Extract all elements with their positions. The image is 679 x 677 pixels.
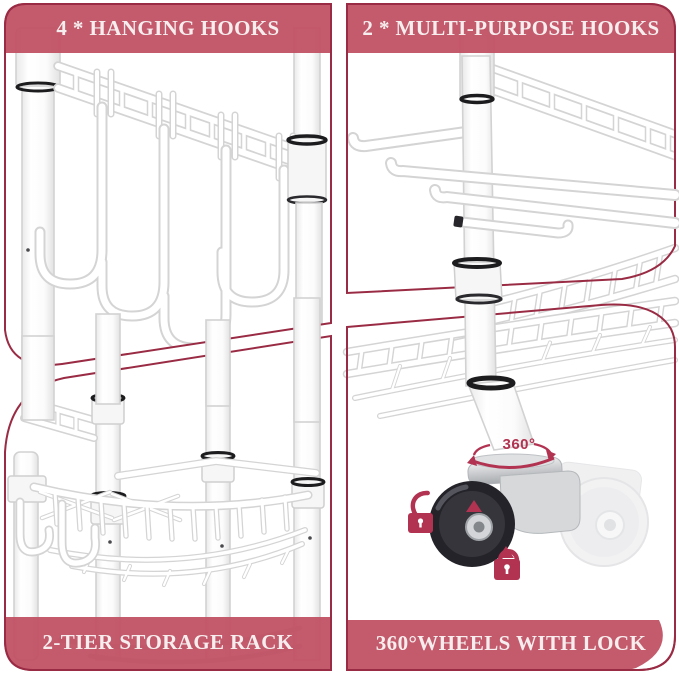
multi-purpose-hooks-illustration [347,61,675,161]
arrow-up-icon [466,500,482,512]
closed-padlock-icon [494,549,520,580]
rotation-arrows-icon [467,442,556,469]
title-bands [5,4,675,670]
band-frames [4,3,676,671]
caster-wheel-illustration [408,442,649,580]
breakout-poles [21,29,679,451]
hanging-hooks-illustration [15,27,328,366]
open-padlock-icon [408,490,433,533]
